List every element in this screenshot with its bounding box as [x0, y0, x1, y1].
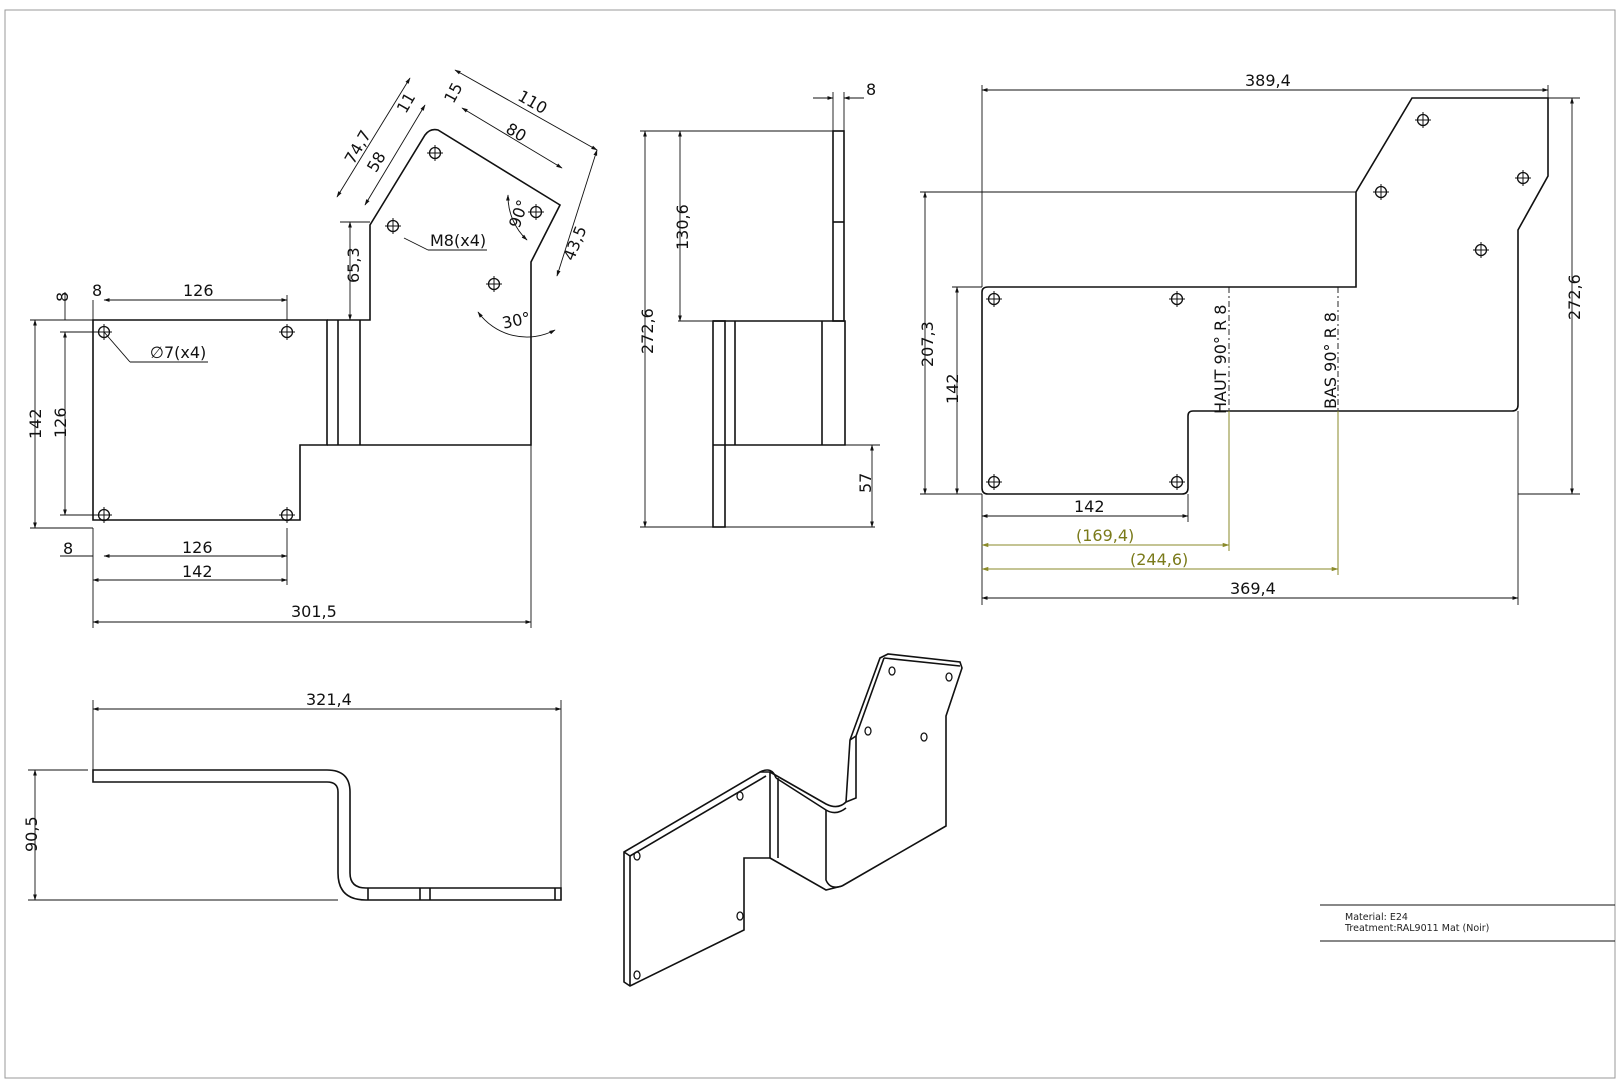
flat-dim-369-4: 369,4 [1230, 579, 1276, 598]
front-thread-note: M8(x4) [430, 231, 486, 250]
flat-bend-down-label: BAS 90° R 8 [1321, 312, 1340, 409]
flat-dim-272-6: 272,6 [1565, 274, 1584, 320]
front-dim-8-top: 8 [92, 281, 102, 300]
isometric-view [623, 653, 963, 987]
front-dim-58: 58 [363, 148, 390, 175]
front-hole-5 [426, 144, 444, 162]
flat-hole-6 [1514, 169, 1532, 187]
flat-dim-142-horizontal: 142 [1074, 497, 1105, 516]
front-dim-8-left: 8 [53, 292, 72, 302]
flat-hole-8 [1472, 241, 1490, 259]
front-dim-15: 15 [440, 79, 466, 106]
front-dim-43-5: 43,5 [560, 223, 591, 263]
front-hole-2 [278, 323, 296, 341]
flat-hole-3 [985, 473, 1003, 491]
front-hole-note: ∅7(x4) [150, 343, 206, 362]
material-label: Material: E24 [1345, 912, 1408, 923]
front-dim-65-3: 65,3 [344, 247, 363, 283]
flat-hole-1 [985, 290, 1003, 308]
flat-hole-4 [1168, 473, 1186, 491]
front-dim-80: 80 [503, 119, 530, 146]
side-dim-272-6: 272,6 [638, 308, 657, 354]
front-dim-126-left: 126 [51, 407, 70, 438]
flat-hole-2 [1168, 290, 1186, 308]
treatment-label: Treatment:RAL9011 Mat (Noir) [1344, 923, 1489, 934]
top-view-outline [92, 769, 562, 901]
flat-pattern: 389,4 272,6 207,3 142 142 369,4 (169,4) … [918, 71, 1584, 605]
front-dim-11: 11 [393, 89, 420, 116]
front-dim-142-left: 142 [26, 408, 45, 439]
front-dim-126-top: 126 [183, 281, 214, 300]
front-dim-8-bottom: 8 [63, 539, 73, 558]
flat-hole-5 [1414, 111, 1432, 129]
iso-base-plate [623, 771, 771, 987]
front-dim-126-bottom: 126 [182, 538, 213, 557]
front-hole-8 [485, 275, 503, 293]
title-block: Material: E24 Treatment:RAL9011 Mat (Noi… [1320, 904, 1615, 942]
front-dim-301-5: 301,5 [291, 602, 337, 621]
front-dim-110: 110 [515, 86, 551, 118]
flat-bend-up-label: HAUT 90° R 8 [1211, 305, 1230, 414]
front-dim-90deg: 90° [505, 197, 533, 230]
front-view-outline [92, 319, 328, 521]
flat-ref-dim-169-4: (169,4) [1076, 526, 1134, 545]
front-dim-142-bottom: 142 [182, 562, 213, 581]
flat-dim-389-4: 389,4 [1245, 71, 1291, 90]
top-dim-321-4: 321,4 [306, 690, 352, 709]
top-dim-90-5: 90,5 [22, 816, 41, 852]
front-dim-30deg: 30° [500, 308, 532, 332]
front-view: 8 126 8 142 126 8 126 142 301,5 65,3 74,… [26, 69, 598, 628]
side-view-upper-flange [832, 130, 845, 322]
flat-ref-dim-244-6: (244,6) [1130, 550, 1188, 569]
side-view: 8 130,6 272,6 57 [638, 80, 880, 528]
drawing-frame [4, 9, 1616, 1079]
flat-pattern-outline [981, 97, 1549, 495]
top-view: 321,4 90,5 [22, 690, 562, 901]
flat-dim-142-vertical: 142 [943, 373, 962, 404]
side-dim-130-6: 130,6 [673, 204, 692, 250]
side-dim-8: 8 [866, 80, 876, 99]
flat-dim-207-3: 207,3 [918, 321, 937, 367]
side-dim-57: 57 [856, 473, 875, 493]
flat-hole-7 [1372, 183, 1390, 201]
side-view-lower-flange [712, 320, 726, 528]
front-hole-6 [384, 217, 402, 235]
